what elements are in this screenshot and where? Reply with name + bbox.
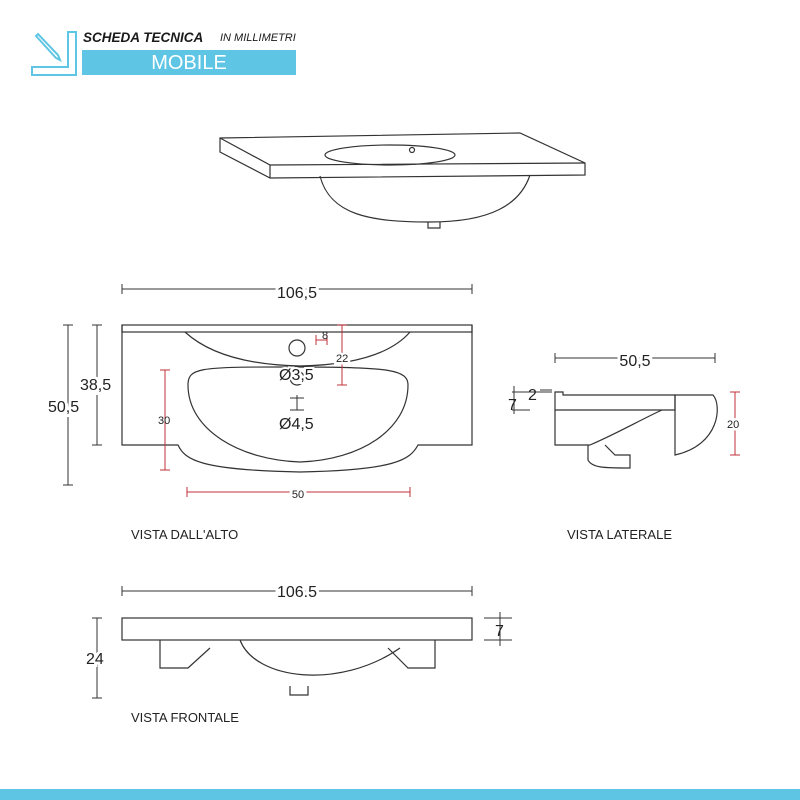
tap-hole-label: Ø3,5 (279, 367, 314, 384)
side-depth-label: 50,5 (619, 353, 650, 370)
sheet-title: SCHEDA TECNICA (83, 30, 204, 45)
side-height-label: 20 (727, 419, 739, 431)
front-width-label: 106.5 (277, 584, 317, 601)
drain-hole-label: Ø4,5 (279, 416, 314, 433)
front-view-label: VISTA FRONTALE (131, 710, 239, 725)
side-thickness-label: 7 (508, 397, 517, 414)
perspective-view (219, 132, 586, 229)
ruler-pencil-icon (31, 31, 77, 76)
product-category-badge: MOBILE (82, 50, 296, 75)
top-view-label: VISTA DALL'ALTO (131, 527, 238, 542)
top-view (63, 284, 473, 497)
side-rim-label: 2 (528, 387, 537, 404)
side-view-label: VISTA LATERALE (567, 527, 672, 542)
top-width-label: 106,5 (277, 285, 317, 302)
top-inner-depth-label: 38,5 (80, 377, 111, 394)
bottom-stripe (0, 789, 800, 800)
basin-depth-label: 30 (158, 415, 170, 427)
front-height-label: 24 (86, 651, 104, 668)
tap-distance-label: 22 (336, 353, 348, 365)
tap-offset-label: 8 (322, 330, 328, 342)
front-view (92, 586, 512, 699)
top-depth-label: 50,5 (48, 399, 79, 416)
basin-width-label: 50 (292, 489, 304, 501)
front-thickness-label: 7 (495, 623, 504, 640)
side-view (512, 353, 740, 469)
units-note: IN MILLIMETRI (220, 32, 296, 44)
